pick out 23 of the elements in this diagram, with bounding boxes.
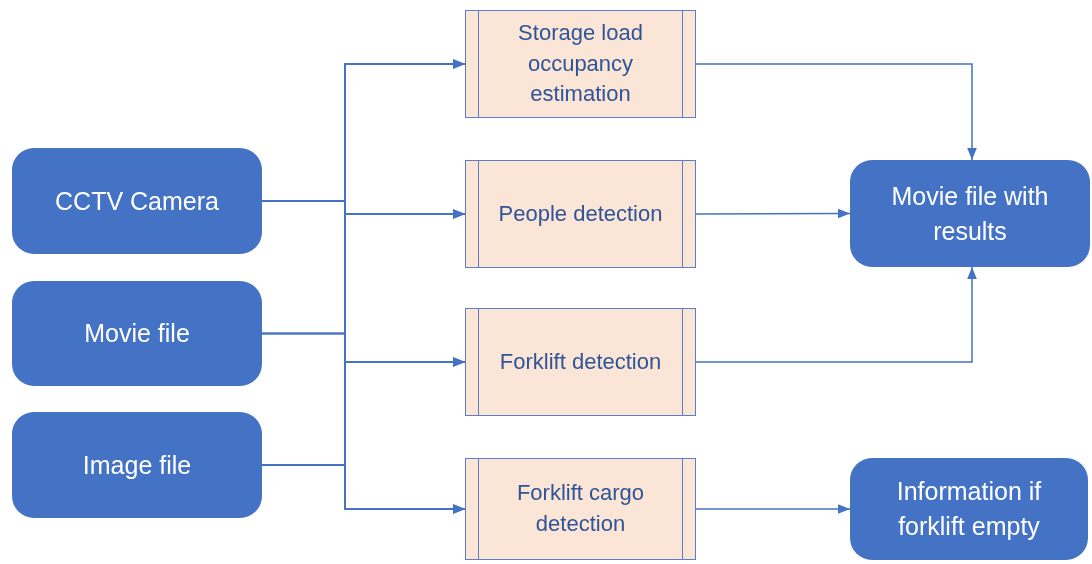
process-box <box>465 160 696 268</box>
node-label: CCTV Camera <box>55 185 219 217</box>
node-label: Movie file with results <box>890 180 1050 247</box>
process-box <box>465 308 696 416</box>
process-box <box>465 10 696 118</box>
node-label: Image file <box>82 449 192 481</box>
arrow <box>695 266 977 363</box>
arrow <box>261 464 466 514</box>
arrow <box>695 208 851 219</box>
node-label: Forklift detection <box>499 347 662 376</box>
terminal-box <box>12 281 262 386</box>
terminal-box <box>12 148 262 254</box>
node-label: People detection <box>498 199 663 228</box>
arrow <box>695 63 977 161</box>
terminal-box <box>12 412 262 518</box>
arrow <box>695 504 851 514</box>
terminal-box <box>850 458 1088 560</box>
node-label: Information if forklift empty <box>895 476 1043 542</box>
process-box <box>465 458 696 560</box>
node-label: Forklift cargo detection <box>515 479 646 538</box>
terminal-box <box>850 160 1090 267</box>
node-label: Movie file <box>84 318 190 349</box>
node-label: Storage load occupancy estimation <box>517 18 644 109</box>
